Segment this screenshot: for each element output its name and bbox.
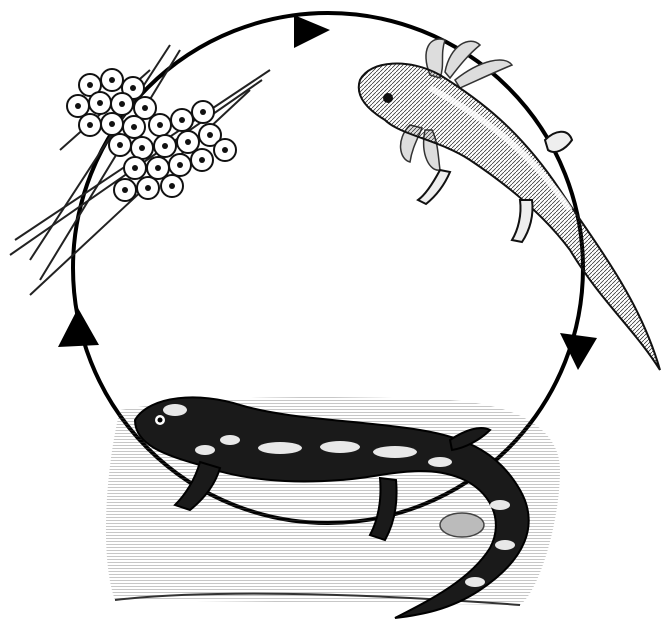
egg-cluster-illustration	[10, 45, 270, 295]
left-arrow-icon	[58, 308, 99, 347]
adult-salamander-illustration	[106, 397, 560, 618]
top-arrow-icon	[294, 15, 330, 48]
